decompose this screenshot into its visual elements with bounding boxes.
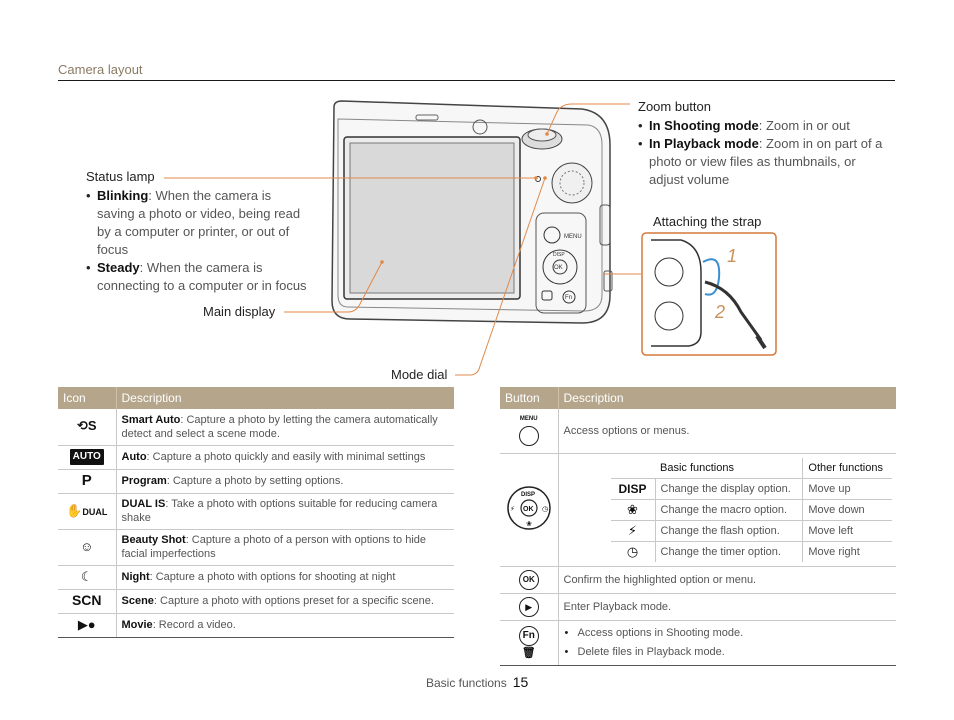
zoom-item: In Playback mode: Zoom in on part of a p… (638, 135, 890, 189)
table-row: AUTO Auto: Capture a photo quickly and e… (58, 445, 454, 470)
nav-disp-label: DISP (521, 492, 535, 498)
night-icon: ☾ (80, 568, 93, 584)
column-header-description: Description (116, 387, 454, 409)
macro-icon: ❀ (627, 501, 638, 517)
mode-dial-label: Mode dial (391, 367, 448, 382)
status-lamp-item: Steady: When the camera is connecting to… (86, 259, 310, 295)
svg-text:❀: ❀ (526, 521, 532, 528)
zoom-button-title: Zoom button (638, 99, 711, 114)
svg-text:◷: ◷ (542, 506, 549, 513)
beauty-shot-icon: ☺ (80, 538, 94, 554)
timer-icon: ◷ (626, 543, 639, 559)
basic-functions-header: Basic functions (655, 458, 804, 479)
page-number: 15 (512, 674, 529, 690)
playback-button-icon: ▶ (518, 597, 539, 617)
fn-button-icon: Fn 🗑 (518, 626, 539, 659)
main-display-label: Main display (203, 304, 276, 319)
fn-item: Delete files in Playback mode. (564, 643, 892, 662)
dual-is-icon: ✋DUAL (66, 502, 108, 518)
nav-row: DISP Change the display option. Move up (610, 478, 892, 500)
column-header-button: Button (500, 387, 559, 409)
navigation-button-icon: OK DISP ⚡ ◷ ❀ (507, 486, 551, 530)
mode-icon-table: Icon Description ⟲S Smart Auto: Capture … (58, 387, 454, 638)
column-header-description: Description (558, 387, 896, 409)
table-row: P Program: Capture a photo by setting op… (58, 469, 454, 494)
svg-text:⚡: ⚡ (510, 505, 515, 513)
smart-auto-icon: ⟲S (76, 418, 97, 434)
inner-header-row: Basic functions Other functions (610, 458, 892, 479)
table-row: ✋DUAL DUAL IS: Take a photo with options… (58, 493, 454, 530)
program-icon: P (81, 471, 92, 489)
camera-disp-label: DISP (553, 252, 565, 258)
button-table: Button Description MENU Access options o… (500, 387, 896, 666)
strap-title: Attaching the strap (653, 214, 762, 229)
playback-description: Enter Playback mode. (558, 593, 896, 621)
table-row: ▶ Enter Playback mode. (500, 593, 896, 621)
table-row: ☾ Night: Capture a photo with options fo… (58, 565, 454, 590)
zoom-item: In Shooting mode: Zoom in or out (638, 117, 890, 135)
disp-icon: DISP (618, 481, 647, 496)
section-title: Camera layout (58, 62, 143, 77)
table-row: ☺ Beauty Shot: Capture a photo of a pers… (58, 529, 454, 566)
strap-step-1: 1 (727, 246, 738, 266)
nav-row: ◷ Change the timer option. Move right (610, 541, 893, 562)
status-lamp-callout: Status lamp Blinking: When the camera is… (86, 168, 310, 295)
other-functions-header: Other functions (802, 458, 892, 479)
camera-menu-label: MENU (564, 234, 582, 240)
camera-ok-label: OK (554, 265, 563, 271)
strap-step-2: 2 (715, 302, 726, 322)
auto-icon: AUTO (69, 449, 104, 465)
nav-ok-label: OK (523, 506, 534, 513)
table-row: ▶● Movie: Record a video. (58, 613, 454, 638)
nav-row: ⚡ Change the flash option. Move left (610, 520, 892, 542)
table-row: MENU Access options or menus. (500, 409, 896, 454)
menu-description: Access options or menus. (558, 409, 896, 454)
table-row: SCN Scene: Capture a photo with options … (58, 589, 454, 614)
status-lamp-title: Status lamp (86, 169, 155, 184)
footer-section: Basic functions (426, 676, 507, 690)
flash-icon: ⚡ (627, 522, 638, 538)
strap-inset (641, 232, 777, 356)
menu-button-icon: MENU (505, 412, 553, 449)
nav-row: ❀ Change the macro option. Move down (610, 499, 892, 521)
camera-fn-label: Fn (565, 295, 572, 301)
delete-icon: 🗑 (521, 647, 536, 659)
ok-button-icon: OK (518, 570, 539, 590)
scene-icon: SCN (71, 592, 102, 608)
movie-icon: ▶● (77, 616, 96, 632)
table-row: Fn 🗑 Access options in Shooting mode. De… (500, 620, 896, 666)
fn-item: Access options in Shooting mode. (564, 624, 892, 643)
page-footer: Basic functions 15 (426, 674, 528, 690)
table-row: OK DISP ⚡ ◷ ❀ Basic functions Other func… (500, 453, 896, 567)
column-header-icon: Icon (58, 387, 117, 409)
navigation-functions-table: Basic functions Other functions DISP Cha… (610, 458, 893, 562)
section-divider (58, 80, 895, 81)
status-lamp-item: Blinking: When the camera is saving a ph… (86, 187, 310, 259)
zoom-button-callout: Zoom button In Shooting mode: Zoom in or… (638, 98, 890, 189)
table-row: OK Confirm the highlighted option or men… (500, 566, 896, 594)
table-header-row: Button Description (500, 387, 896, 409)
table-row: ⟲S Smart Auto: Capture a photo by lettin… (58, 409, 454, 446)
ok-description: Confirm the highlighted option or menu. (558, 566, 896, 594)
table-header-row: Icon Description (58, 387, 454, 409)
